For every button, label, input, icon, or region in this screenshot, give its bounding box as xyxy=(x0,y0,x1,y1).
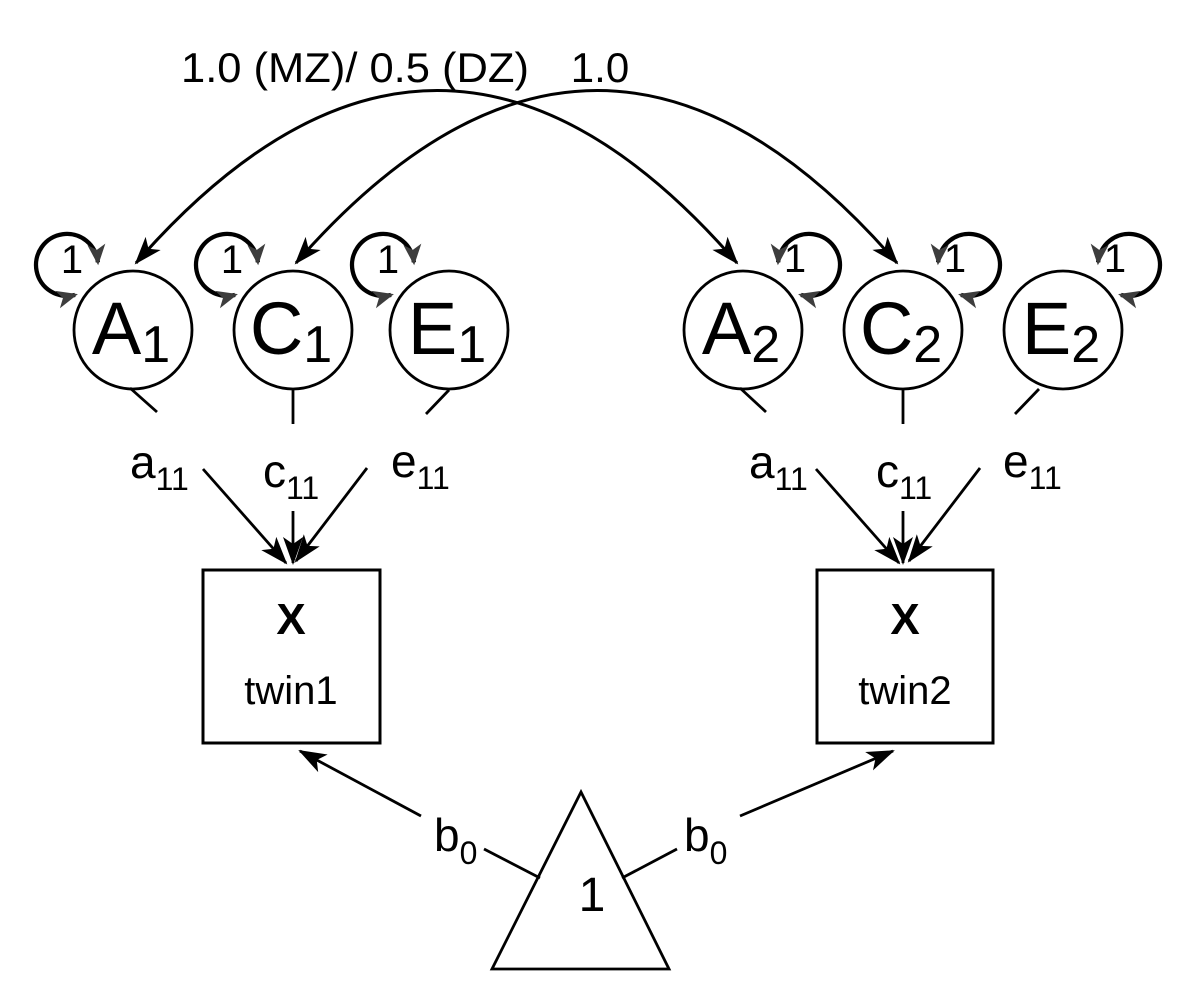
loading-arrow-a11-twin1-lower xyxy=(201,468,288,565)
loading-label-e11-twin2: e11 xyxy=(1003,435,1062,496)
loading-arrow-a11-twin1-upper xyxy=(129,386,158,414)
variance-label-C1: 1 xyxy=(221,238,243,282)
latent-label-C1: C1 xyxy=(250,287,332,374)
observed-node-twin1: X twin1 xyxy=(201,568,382,745)
mean-structure: 1 b0 b0 xyxy=(298,749,895,971)
variance-loop-C2 xyxy=(930,231,1003,309)
latent-node-E2: 1 E2 xyxy=(1002,231,1163,391)
observed-var-label-twin2: twin2 xyxy=(858,669,951,713)
constant-label: 1 xyxy=(579,869,606,922)
variance-label-A2: 1 xyxy=(784,237,806,281)
latent-label-C2: C2 xyxy=(860,287,942,374)
cross-path-arc-A1-A2 xyxy=(134,89,739,265)
observed-square-twin1 xyxy=(201,568,382,745)
variance-label-E2: 1 xyxy=(1104,237,1126,281)
mean-label-b0-twin1: b0 xyxy=(434,809,477,871)
constant-triangle xyxy=(489,788,672,971)
latent-node-A1: 1 A1 xyxy=(33,231,194,391)
mean-arrow-b0-twin2-upper xyxy=(739,749,895,818)
observed-square-twin2 xyxy=(815,568,995,745)
loading-label-c11-twin2: c11 xyxy=(876,445,932,506)
latent-node-A2: 1 A2 xyxy=(682,231,843,391)
mean-arrow-b0-twin1-lower xyxy=(483,847,541,880)
variance-loop-A2 xyxy=(770,231,843,309)
loading-label-a11-twin1: a11 xyxy=(130,436,189,497)
variance-label-A1: 1 xyxy=(61,238,83,282)
loading-label-e11-twin1: e11 xyxy=(391,435,450,496)
loading-label-a11-twin2: a11 xyxy=(749,436,808,497)
latent-label-E2: E2 xyxy=(1022,287,1100,374)
observed-node-twin2: X twin2 xyxy=(815,568,995,745)
variance-loop-C1 xyxy=(193,231,266,309)
loading-arrow-a11-twin2-upper xyxy=(739,386,767,414)
observed-var-label-twin1: twin1 xyxy=(244,669,337,713)
loading-paths-twin2: a11 c11 e11 xyxy=(739,386,1062,565)
loading-arrow-e11-twin2-lower xyxy=(907,467,982,563)
loading-paths-twin1: a11 c11 e11 xyxy=(129,386,451,565)
loading-arrow-e11-twin1-upper xyxy=(424,389,451,415)
variance-loop-E2 xyxy=(1090,231,1163,309)
latent-node-C2: 1 C2 xyxy=(842,231,1003,391)
latent-node-C1: 1 C1 xyxy=(193,231,354,391)
loading-arrow-a11-twin2-lower xyxy=(814,468,901,565)
cross-path-label-a: 1.0 (MZ)/ 0.5 (DZ) xyxy=(181,44,529,91)
loading-arrow-e11-twin1-lower xyxy=(294,467,369,563)
cross-path-label-c: 1.0 xyxy=(571,44,629,91)
latent-label-A1: A1 xyxy=(92,287,170,374)
cross-twin-paths: 1.0 (MZ)/ 0.5 (DZ) 1.0 xyxy=(134,44,899,265)
loading-arrow-e11-twin2-upper xyxy=(1013,388,1041,415)
variance-loop-E1 xyxy=(349,231,422,309)
mean-label-b0-twin2: b0 xyxy=(684,809,727,871)
latent-label-E1: E1 xyxy=(408,287,486,374)
observed-var-name-twin2: X xyxy=(890,595,919,644)
latent-node-E1: 1 E1 xyxy=(349,231,510,391)
variance-label-E1: 1 xyxy=(377,238,399,282)
mean-arrow-b0-twin1-upper xyxy=(298,749,422,818)
mean-arrow-b0-twin2-lower xyxy=(621,847,678,880)
variance-label-C2: 1 xyxy=(944,237,966,281)
cross-path-arc-C1-C2 xyxy=(294,89,899,265)
observed-var-name-twin1: X xyxy=(276,595,305,644)
variance-loop-A1 xyxy=(33,231,106,309)
latent-label-A2: A2 xyxy=(702,287,780,374)
latent-circle-E2 xyxy=(1002,269,1124,391)
latent-circle-E1 xyxy=(388,269,510,391)
loading-label-c11-twin1: c11 xyxy=(263,445,319,506)
